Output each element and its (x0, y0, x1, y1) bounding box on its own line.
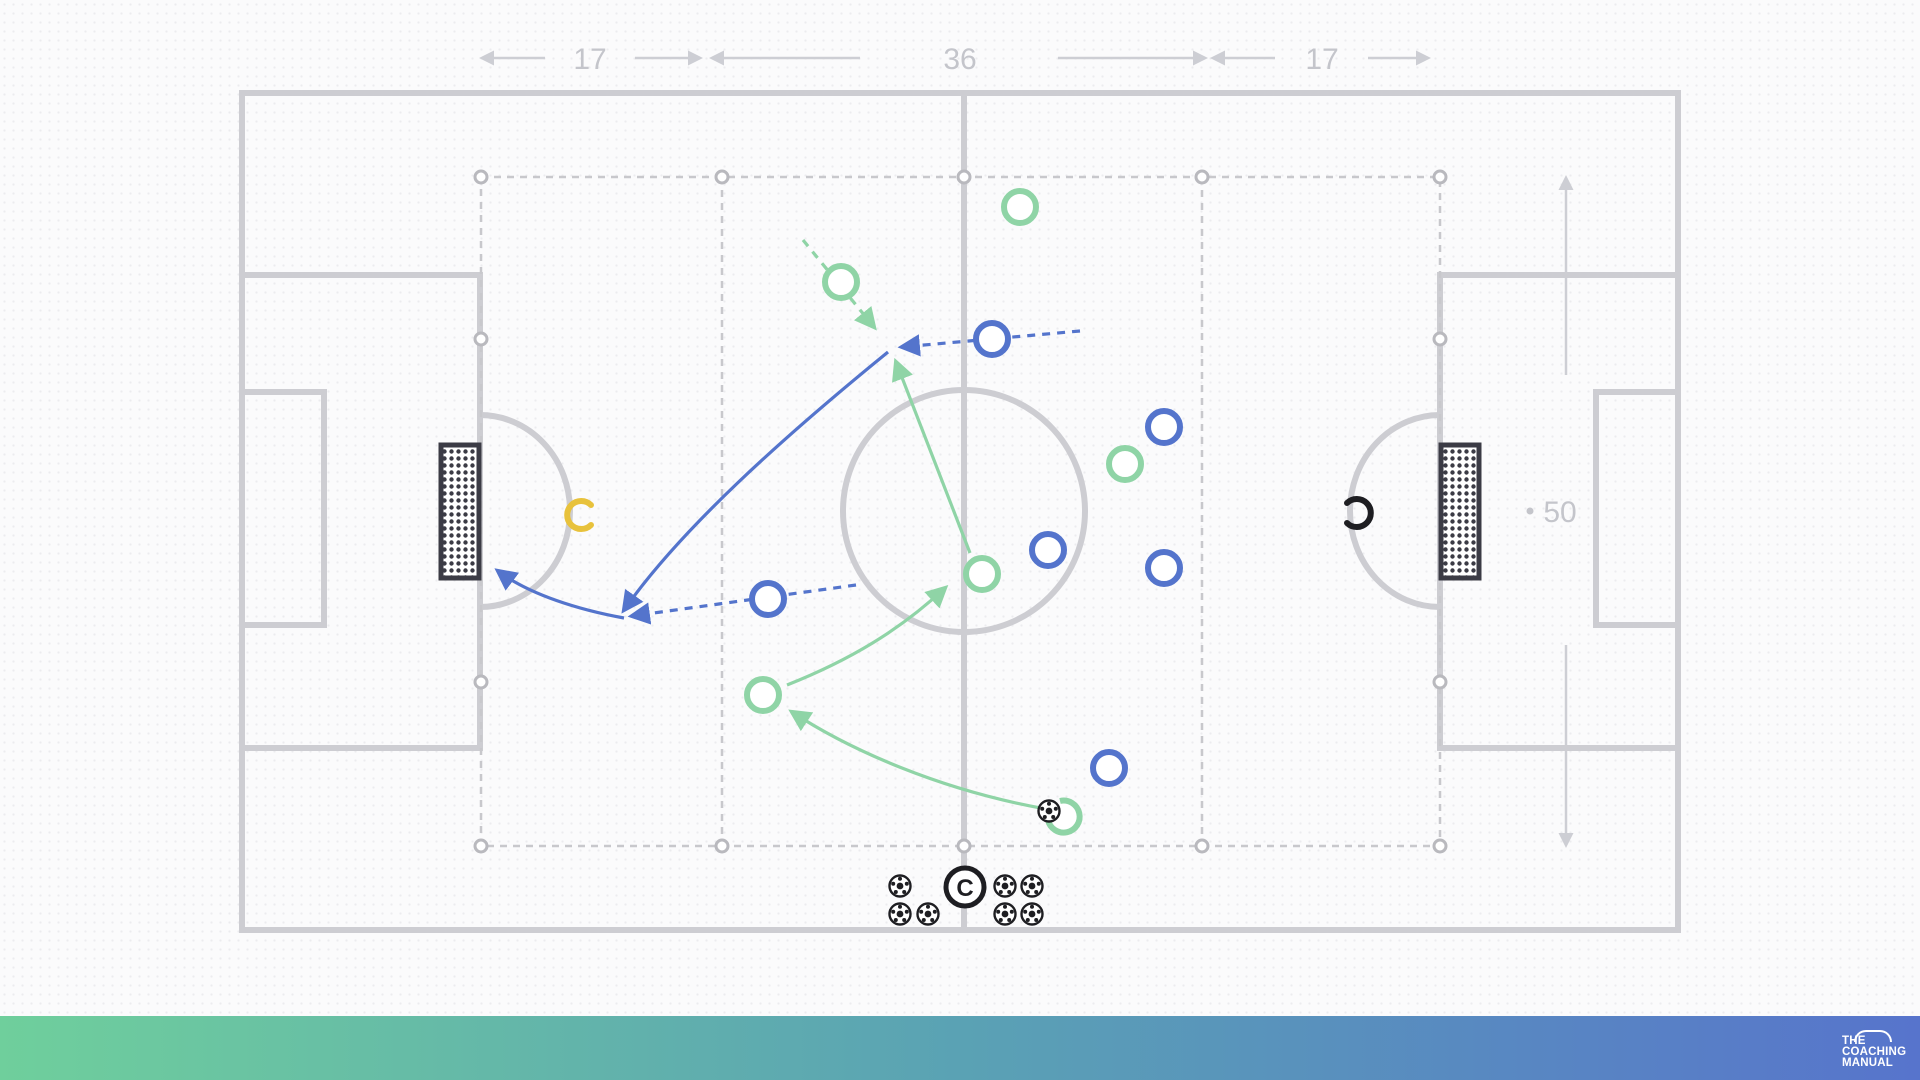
zone-cones (473, 169, 1448, 854)
dimension-annotations: 17 36 17 50 (479, 43, 1577, 848)
soccer-ball-icon (993, 902, 1017, 926)
coach-station: C (888, 865, 1044, 926)
soccer-ball-icon (993, 874, 1017, 898)
cone (473, 838, 489, 854)
cone (1432, 674, 1448, 690)
cone (473, 331, 489, 347)
soccer-ball-icon (1020, 874, 1044, 898)
cone (1432, 331, 1448, 347)
right-goal-icon (1438, 442, 1482, 581)
green-player (1106, 445, 1144, 483)
logo-line-1: THE (1842, 1035, 1866, 1047)
cone (714, 169, 730, 185)
blue-run-arrow-bottom (627, 583, 857, 625)
width-segment-1-label: 17 (573, 43, 606, 76)
logo-line-2: COACHING (1842, 1046, 1907, 1058)
soccer-ball-icon (916, 902, 940, 926)
soccer-ball-icon (888, 902, 912, 926)
height-label: 50 (1543, 496, 1576, 529)
green-team (744, 188, 1144, 836)
soccer-ball-icon (888, 874, 912, 898)
zone-outline (479, 175, 1442, 848)
left-goal-icon (438, 442, 482, 581)
green-player (822, 263, 860, 301)
soccer-ball-icon (1020, 902, 1044, 926)
height-marker-dot (1526, 507, 1534, 515)
center-circle (840, 387, 1088, 635)
coach-marker-label: C (956, 875, 973, 902)
logo-line-3: MANUAL (1842, 1057, 1894, 1069)
cone (1432, 169, 1448, 185)
training-zones (479, 175, 1442, 848)
blue-player (749, 580, 787, 618)
green-pass-arrow-start (788, 709, 1047, 811)
left-penalty-arc (479, 412, 573, 610)
right-goal-box (1593, 389, 1678, 628)
blue-player (1145, 549, 1183, 587)
cone (473, 674, 489, 690)
left-goal-box (242, 389, 327, 628)
blue-shot-arrow (494, 568, 625, 620)
blue-player (1029, 531, 1067, 569)
width-segment-2-label: 17 (1305, 43, 1338, 76)
blue-player (973, 320, 1011, 358)
pitch-boundary (239, 90, 1681, 933)
blue-player (1090, 749, 1128, 787)
training-diagram: 17 36 17 50 (239, 43, 1681, 933)
green-player (963, 555, 1001, 593)
cone (1194, 838, 1210, 854)
green-pass-arrow-middle (786, 584, 949, 687)
goalkeeper-marker-icon (564, 498, 594, 532)
coach-marker-icon (943, 865, 987, 909)
width-segment-middle-label: 36 (943, 43, 976, 76)
movement-arrows (494, 238, 1081, 811)
cone (473, 169, 489, 185)
blue-player (1145, 408, 1183, 446)
blue-team (749, 320, 1183, 787)
green-run-arrow (801, 238, 877, 331)
cone (714, 838, 730, 854)
cone (1432, 838, 1448, 854)
cone (1194, 169, 1210, 185)
green-player (744, 676, 782, 714)
cone (956, 838, 972, 854)
cone (956, 169, 972, 185)
green-player (1001, 188, 1039, 226)
green-pass-arrow-forward (892, 357, 972, 554)
blue-pass-arrow (621, 350, 890, 614)
right-penalty-arc (1347, 412, 1441, 610)
soccer-ball-icon (1037, 799, 1061, 823)
goalkeeper-marker-icon (1344, 496, 1374, 530)
coaching-manual-logo[interactable]: THE COACHING MANUAL (1840, 1030, 1910, 1076)
footer-gradient-bar: THE COACHING MANUAL (0, 1016, 1920, 1080)
